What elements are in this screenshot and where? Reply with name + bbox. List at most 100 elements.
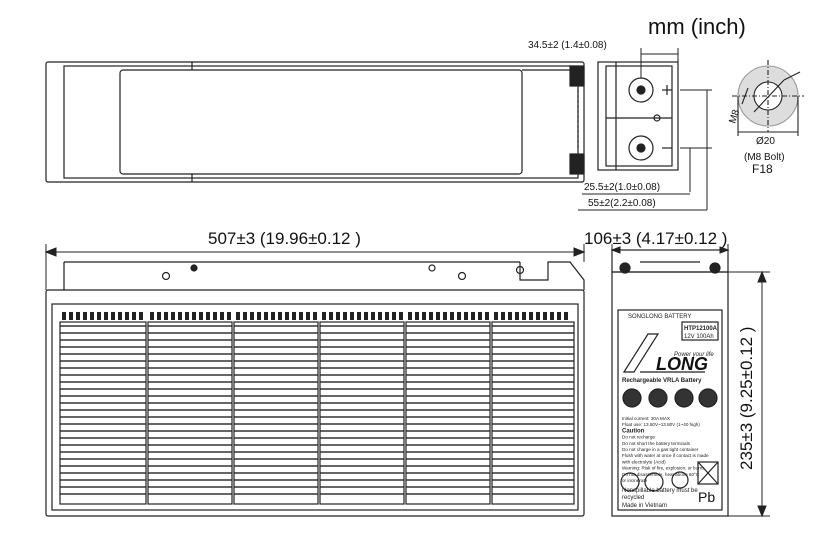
vent-slot [457,312,461,320]
vent-slot [271,312,275,320]
label-footer2: recycled [622,495,644,501]
vent-slot [178,312,182,320]
vent-slot [264,312,268,320]
label-line: Float use: 13.50V~13.80V (1~40 high) [622,422,700,427]
vent-slot [76,312,80,320]
bolt-type: (M8 Bolt) [744,152,785,163]
vent-slot [62,312,66,320]
vent-slot [139,312,143,320]
vent-slot [494,312,498,320]
vent-slot [543,312,547,320]
vent-slot [478,312,482,320]
vent-slot [357,312,361,320]
vent-slot [550,312,554,320]
label-line: Do not short the battery terminals [622,441,691,446]
front-view [45,261,585,517]
label-line: Initial current: 30A MAX [622,416,670,421]
terminal-offset-dimension: 34.5±2 (1.4±0.08) [528,40,607,51]
width-dimension: 106±3 (4.17±0.12 ) [584,229,727,248]
vent-slot [132,312,136,320]
vent-slot [529,312,533,320]
thread-size: M8 [727,108,742,125]
width-height-dimension-lines [610,244,770,518]
vent-slot [322,312,326,320]
vent-slot [408,312,412,320]
terminal-dimension-lines [578,48,712,211]
units-title: mm (inch) [648,14,746,39]
vent-slot [464,312,468,320]
vent-slot [199,312,203,320]
vent-slot [350,312,354,320]
vent-slot [378,312,382,320]
vent-slot [278,312,282,320]
label-brand: LONG [656,354,708,374]
vent-slot [227,312,231,320]
length-dimension-line [44,244,586,290]
vent-slot [336,312,340,320]
vent-slot [392,312,396,320]
vent-slot [299,312,303,320]
vent-slot [429,312,433,320]
vent-slot [385,312,389,320]
vent-slot [485,312,489,320]
length-dimension: 507±3 (19.96±0.12 ) [208,229,361,248]
height-dimension: 235±3 (9.25±0.12 ) [737,327,756,470]
vent-slot [364,312,368,320]
vent-panel [59,321,147,505]
vent-slot [343,312,347,320]
vent-panel [405,321,491,505]
terminal-edge-dimension: 25.5±2(1.0±0.08) [584,182,660,193]
label-type: Rechargeable VRLA Battery [622,378,702,384]
label-line: with electrolyte (Acid) [622,459,666,464]
vent-slot [292,312,296,320]
label-rating: 12V 100Ah [684,334,714,340]
vent-slot [83,312,87,320]
label-line: Do not disassemble, heat above 60°C [622,472,700,477]
vent-slot [111,312,115,320]
side-view [611,249,729,517]
vent-slot [508,312,512,320]
vent-slot [564,312,568,320]
vent-slot [125,312,129,320]
terminal-code: F18 [752,162,773,176]
vent-slot [422,312,426,320]
terminal-bolt-detail [732,60,804,136]
label-footer1: Nonspillable battery must be [622,488,698,494]
vent-slot [192,312,196,320]
vent-slot [306,312,310,320]
vent-panel [147,321,233,505]
vent-slot [329,312,333,320]
vent-slot [501,312,505,320]
vent-slot [243,312,247,320]
vent-slot [371,312,375,320]
terminal-end-view [597,61,679,171]
top-view [45,61,585,183]
label-line: Flush with water at once if contact is m… [622,453,709,458]
vent-slot [118,312,122,320]
label-line: Do not charge in a gas tight container [622,447,699,452]
vent-slot [157,312,161,320]
vent-slot [236,312,240,320]
vent-slot [436,312,440,320]
vent-slot [90,312,94,320]
vent-slot [399,312,403,320]
vent-slot [250,312,254,320]
terminal-spacing-dimension: 55±2(2.2±0.08) [588,198,656,209]
vent-slot [415,312,419,320]
vent-slot [220,312,224,320]
bolt-diameter: Ø20 [756,136,775,147]
vent-panel [491,321,575,505]
label-line: Warning: Risk of fire, explosion, or bur… [622,466,706,471]
label-origin: Made in Vietnam [622,503,667,509]
vent-slot [171,312,175,320]
vent-slot [471,312,475,320]
vent-slot [104,312,108,320]
vent-slot [185,312,189,320]
vent-slot [150,312,154,320]
vent-slot [536,312,540,320]
vent-slot [515,312,519,320]
vent-slot [557,312,561,320]
label-maker: SONGLONG BATTERY [628,314,691,320]
